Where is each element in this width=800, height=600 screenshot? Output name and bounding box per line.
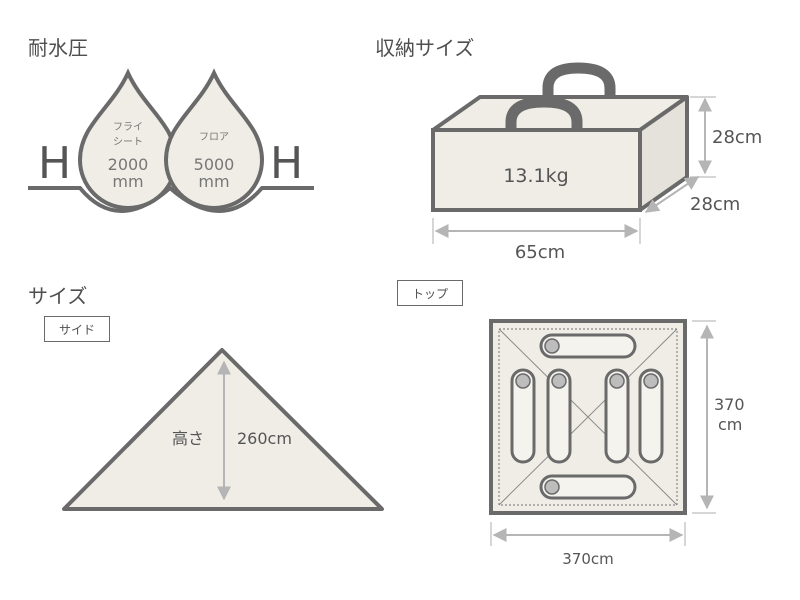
side-view-tag: サイド xyxy=(44,316,110,342)
top-view-diagram: 370 cm 370cm xyxy=(489,319,745,568)
ground-line xyxy=(28,185,314,213)
top-side-unit: cm xyxy=(718,415,742,434)
storage-bag-diagram: 13.1kg 28cm 28cm 65cm xyxy=(431,62,762,263)
flysheet-label-line1: フライ xyxy=(113,121,143,133)
sleeping-bag-3 xyxy=(546,368,572,464)
sleeping-bag-4 xyxy=(604,368,630,464)
sleeping-bag-6 xyxy=(539,474,637,500)
sleeping-bag-1 xyxy=(539,333,637,359)
bag-front-face xyxy=(431,128,642,212)
left-h-letter: H xyxy=(38,138,71,189)
right-h-letter: H xyxy=(270,138,303,189)
bag-handle-front xyxy=(505,96,583,130)
side-view-diagram: 高さ 260cm xyxy=(62,348,384,511)
bag-weight: 13.1kg xyxy=(503,165,568,187)
bag-handle-back xyxy=(542,62,616,97)
floor-drop xyxy=(163,68,265,210)
floor-unit: mm xyxy=(198,172,229,191)
sleeping-bag-2 xyxy=(510,368,536,464)
water-pressure-diagram: H H フライ シート 2000 mm フロア 5000 mm xyxy=(28,68,314,213)
sleeping-bags xyxy=(510,333,664,500)
storage-size-title: 収納サイズ xyxy=(375,36,475,60)
tent-floor-inner xyxy=(498,328,678,506)
top-side-value: 370 xyxy=(714,395,745,414)
flysheet-unit: mm xyxy=(112,172,143,191)
floor-value: 5000 xyxy=(194,155,235,174)
floor-label: フロア xyxy=(199,132,229,143)
flysheet-label-line2: シート xyxy=(113,137,143,148)
tent-height-label: 高さ xyxy=(172,429,204,448)
water-pressure-title: 耐水圧 xyxy=(28,36,88,60)
top-view-tag: トップ xyxy=(397,280,463,306)
sleeping-bag-5 xyxy=(638,368,664,464)
bag-width-label: 65cm xyxy=(515,242,565,263)
size-title: サイズ xyxy=(28,284,88,308)
tent-height-value: 260cm xyxy=(237,429,292,448)
bag-depth-arrow xyxy=(644,176,700,213)
top-bottom-value: 370cm xyxy=(562,550,614,568)
bag-depth-label: 28cm xyxy=(690,194,740,215)
floor-diagonal-b xyxy=(498,328,678,506)
flysheet-value: 2000 xyxy=(108,155,149,174)
bag-height-label: 28cm xyxy=(712,127,762,148)
